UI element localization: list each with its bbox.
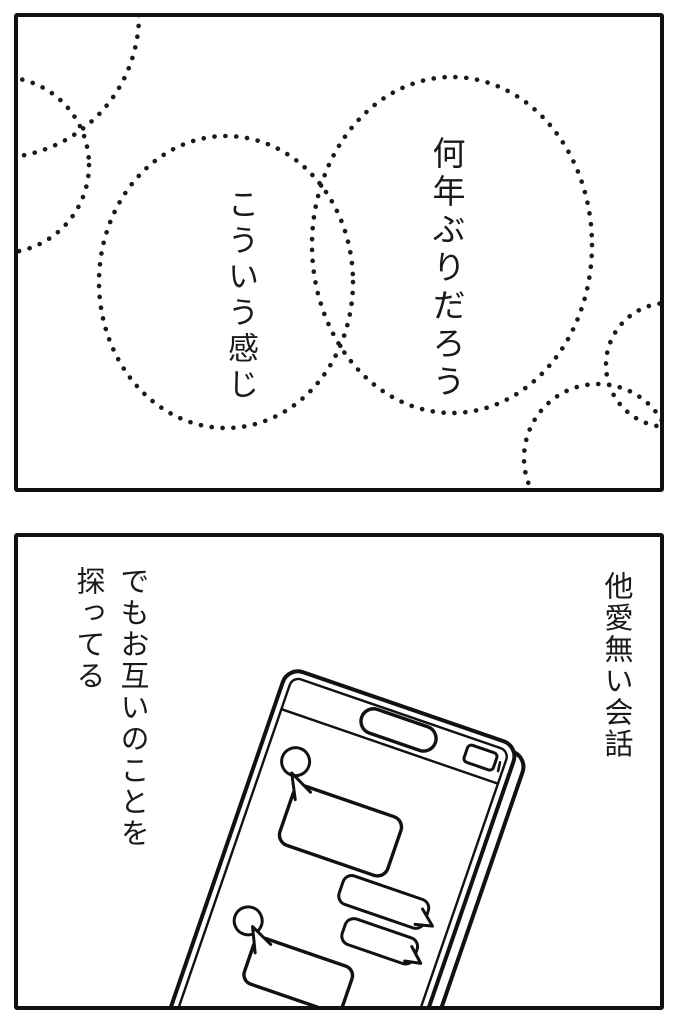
caption-text-left: でもお互いのことを探ってる — [72, 566, 148, 850]
chat-bubble-left-2-tail — [251, 925, 273, 955]
battery-icon — [462, 743, 499, 772]
panel-2-artwork — [88, 669, 526, 1006]
battery-nub — [496, 760, 502, 773]
speaker-pill-icon — [359, 707, 438, 753]
thought-bubble-left-outline — [96, 133, 356, 431]
thought-bubble-right-outline — [309, 74, 595, 416]
smartphone — [88, 669, 526, 1006]
dotted-circle-top-left-large — [18, 17, 142, 159]
chat-bubble-right-2-tail — [403, 945, 423, 965]
panel-1: 何年ぶりだろう こういう感じ — [14, 13, 664, 492]
chat-bubble-left-1 — [277, 784, 404, 878]
thought-text-left: こういう感じ — [223, 188, 258, 404]
panel-2: 他愛無い会話 でもお互いのことを探ってる — [14, 533, 664, 1010]
dotted-circle-left-small — [18, 76, 92, 254]
phone-screen — [96, 677, 508, 1006]
chat-bubble-left-2 — [242, 936, 355, 1006]
dotted-circle-bottom-right — [521, 381, 660, 488]
dotted-circle-right-edge — [603, 301, 660, 429]
status-bar-divider — [280, 708, 499, 785]
chat-bubble-right-1-tail — [413, 907, 434, 928]
thought-text-right: 何年ぶりだろう — [428, 136, 465, 402]
panel-1-artwork — [18, 17, 660, 488]
chat-bubble-left-1-tail — [290, 771, 312, 802]
caption-text-right: 他愛無い会話 — [600, 571, 632, 760]
